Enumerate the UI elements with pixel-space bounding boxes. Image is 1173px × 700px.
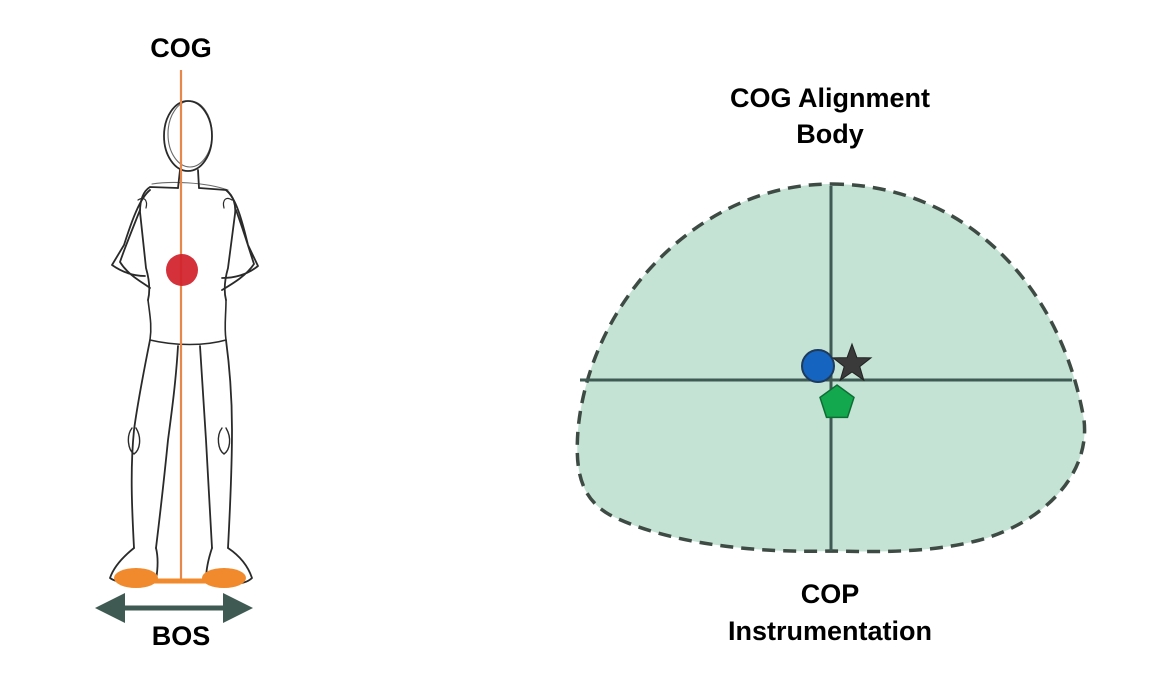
cog-label: COG xyxy=(150,33,212,63)
cop-label-line2: Instrumentation xyxy=(727,616,932,646)
green-pentagon-icon xyxy=(819,384,855,419)
figure-left-arm xyxy=(111,189,151,289)
human-figure-sketch xyxy=(109,100,259,586)
figure-head xyxy=(163,100,213,172)
figure-right-arm xyxy=(221,189,259,291)
bos-label: BOS xyxy=(151,621,211,651)
cog-dot xyxy=(166,254,198,286)
alignment-title-line2: Body xyxy=(796,119,864,149)
right-foot-contact xyxy=(202,568,246,588)
left-foot-contact xyxy=(114,568,158,588)
alignment-title-line1: COG Alignment xyxy=(730,83,930,113)
feet-contact xyxy=(114,568,246,588)
blue-circle-icon xyxy=(801,349,835,383)
star-icon xyxy=(831,342,873,382)
figure-left-leg xyxy=(130,339,179,549)
cop-label-line1: COP xyxy=(800,579,860,609)
figure-right-leg xyxy=(199,339,233,549)
